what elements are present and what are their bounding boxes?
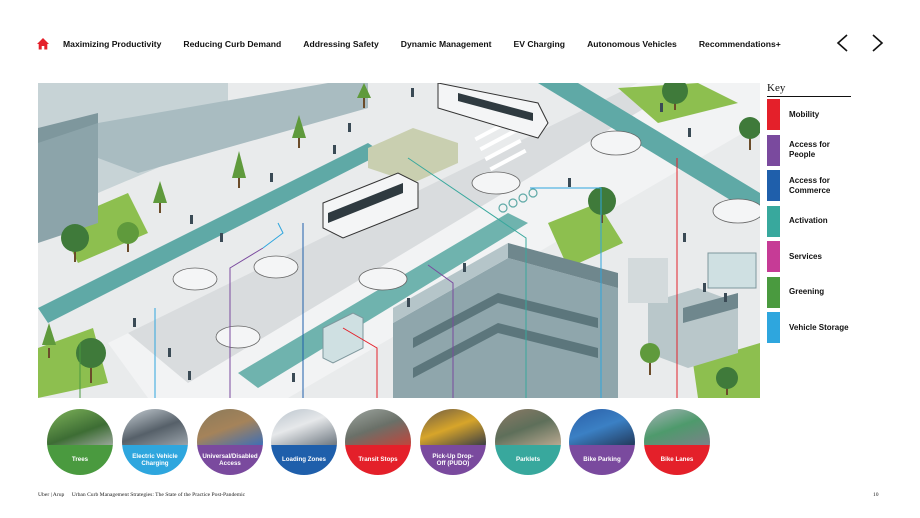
tree: [588, 187, 616, 223]
circle-loading-zones[interactable]: Loading Zones: [271, 409, 337, 475]
circle-bike-parking[interactable]: Bike Parking: [569, 409, 635, 475]
circle-band: Bike Lanes: [644, 445, 710, 475]
bike-lanes-photo: [644, 409, 710, 446]
legend-key: Key Mobility Access for People Access fo…: [767, 82, 851, 346]
tree: [292, 115, 306, 148]
key-item-activation: Activation: [767, 204, 851, 240]
circle-label: Parklets: [515, 456, 541, 464]
key-swatch: [767, 99, 780, 131]
nav-reducing-curb-demand[interactable]: Reducing Curb Demand: [183, 39, 282, 49]
circle-label: Trees: [71, 456, 89, 464]
key-swatch: [767, 134, 780, 166]
trees-photo: [47, 409, 113, 446]
ev-charging-photo: [122, 409, 188, 446]
transit-stop-photo: [345, 409, 411, 446]
tree: [716, 367, 738, 395]
key-swatch: [767, 276, 780, 308]
circle-pudo[interactable]: Pick-Up Drop-Off (PUDO): [420, 409, 486, 475]
circle-band: Trees: [47, 445, 113, 475]
circle-band: Universal/Disabled Access: [197, 445, 263, 475]
accessible-parking-photo: [197, 409, 263, 446]
key-label: Access for People: [789, 140, 830, 160]
key-label: Access for Commerce: [789, 175, 831, 195]
circle-label: Universal/Disabled Access: [202, 452, 258, 468]
key-label: Services: [789, 251, 822, 261]
chevron-right-icon: [872, 34, 884, 52]
circle-bike-lanes[interactable]: Bike Lanes: [644, 409, 710, 475]
key-swatch: [767, 170, 780, 202]
circle-label: Bike Lanes: [660, 456, 694, 464]
tree: [61, 224, 89, 262]
circle-parklets[interactable]: Parklets: [495, 409, 561, 475]
next-page-button[interactable]: [868, 33, 886, 53]
key-item-access-for-commerce: Access for Commerce: [767, 168, 851, 204]
top-navigation: Maximizing Productivity Reducing Curb De…: [36, 36, 781, 52]
circle-label: Electric Vehicle Charging: [132, 452, 178, 468]
tree: [232, 151, 246, 188]
circle-label: Pick-Up Drop-Off (PUDO): [432, 452, 474, 468]
circle-transit-stops[interactable]: Transit Stops: [345, 409, 411, 475]
key-label: Activation: [789, 216, 828, 226]
tree: [117, 222, 139, 252]
loading-zone-photo: [271, 409, 337, 446]
circle-band: Pick-Up Drop-Off (PUDO): [420, 445, 486, 475]
bike-parking-photo: [569, 409, 635, 446]
key-swatch: [767, 241, 780, 273]
footer-title: Urban Curb Management Strategies: The St…: [71, 492, 246, 498]
key-title: Key: [767, 82, 851, 97]
nav-maximizing-productivity[interactable]: Maximizing Productivity: [63, 39, 162, 49]
key-swatch: [767, 312, 780, 344]
nav-recommendations[interactable]: Recommendations+: [698, 39, 781, 49]
previous-page-button[interactable]: [834, 33, 852, 53]
nav-dynamic-management[interactable]: Dynamic Management: [400, 39, 492, 49]
key-item-vehicle-storage: Vehicle Storage: [767, 310, 851, 346]
tree: [640, 343, 660, 375]
tree: [153, 181, 167, 213]
nav-autonomous-vehicles[interactable]: Autonomous Vehicles: [587, 39, 677, 49]
circle-band: Electric Vehicle Charging: [122, 445, 188, 475]
page-number: 10: [873, 492, 879, 498]
pudo-photo: [420, 409, 486, 446]
tree: [739, 117, 760, 150]
tree: [357, 83, 371, 108]
circle-band: Bike Parking: [569, 445, 635, 475]
key-item-services: Services: [767, 239, 851, 275]
circle-ev-charging[interactable]: Electric Vehicle Charging: [122, 409, 188, 475]
key-label: Greening: [789, 287, 825, 297]
circle-trees[interactable]: Trees: [47, 409, 113, 475]
circle-band: Loading Zones: [271, 445, 337, 475]
circle-band: Parklets: [495, 445, 561, 475]
circle-universal-access[interactable]: Universal/Disabled Access: [197, 409, 263, 475]
parklets-photo: [495, 409, 561, 446]
key-label: Vehicle Storage: [789, 322, 849, 332]
key-label: Mobility: [789, 109, 820, 119]
nav-addressing-safety[interactable]: Addressing Safety: [303, 39, 379, 49]
tree: [42, 323, 56, 358]
footer: Uber | Arup Urban Curb Management Strate…: [38, 492, 245, 498]
key-item-access-for-people: Access for People: [767, 133, 851, 169]
home-icon[interactable]: [36, 37, 50, 51]
tree: [662, 83, 688, 110]
circle-band: Transit Stops: [345, 445, 411, 475]
circle-label: Loading Zones: [282, 456, 326, 464]
key-item-mobility: Mobility: [767, 97, 851, 133]
chevron-left-icon: [836, 34, 848, 52]
street-illustration: [38, 83, 760, 398]
key-swatch: [767, 205, 780, 237]
circle-label: Transit Stops: [358, 456, 398, 464]
footer-org: Uber | Arup: [38, 492, 65, 498]
circle-label: Bike Parking: [583, 456, 621, 464]
key-item-greening: Greening: [767, 275, 851, 311]
nav-ev-charging[interactable]: EV Charging: [513, 39, 566, 49]
tree: [76, 338, 106, 383]
